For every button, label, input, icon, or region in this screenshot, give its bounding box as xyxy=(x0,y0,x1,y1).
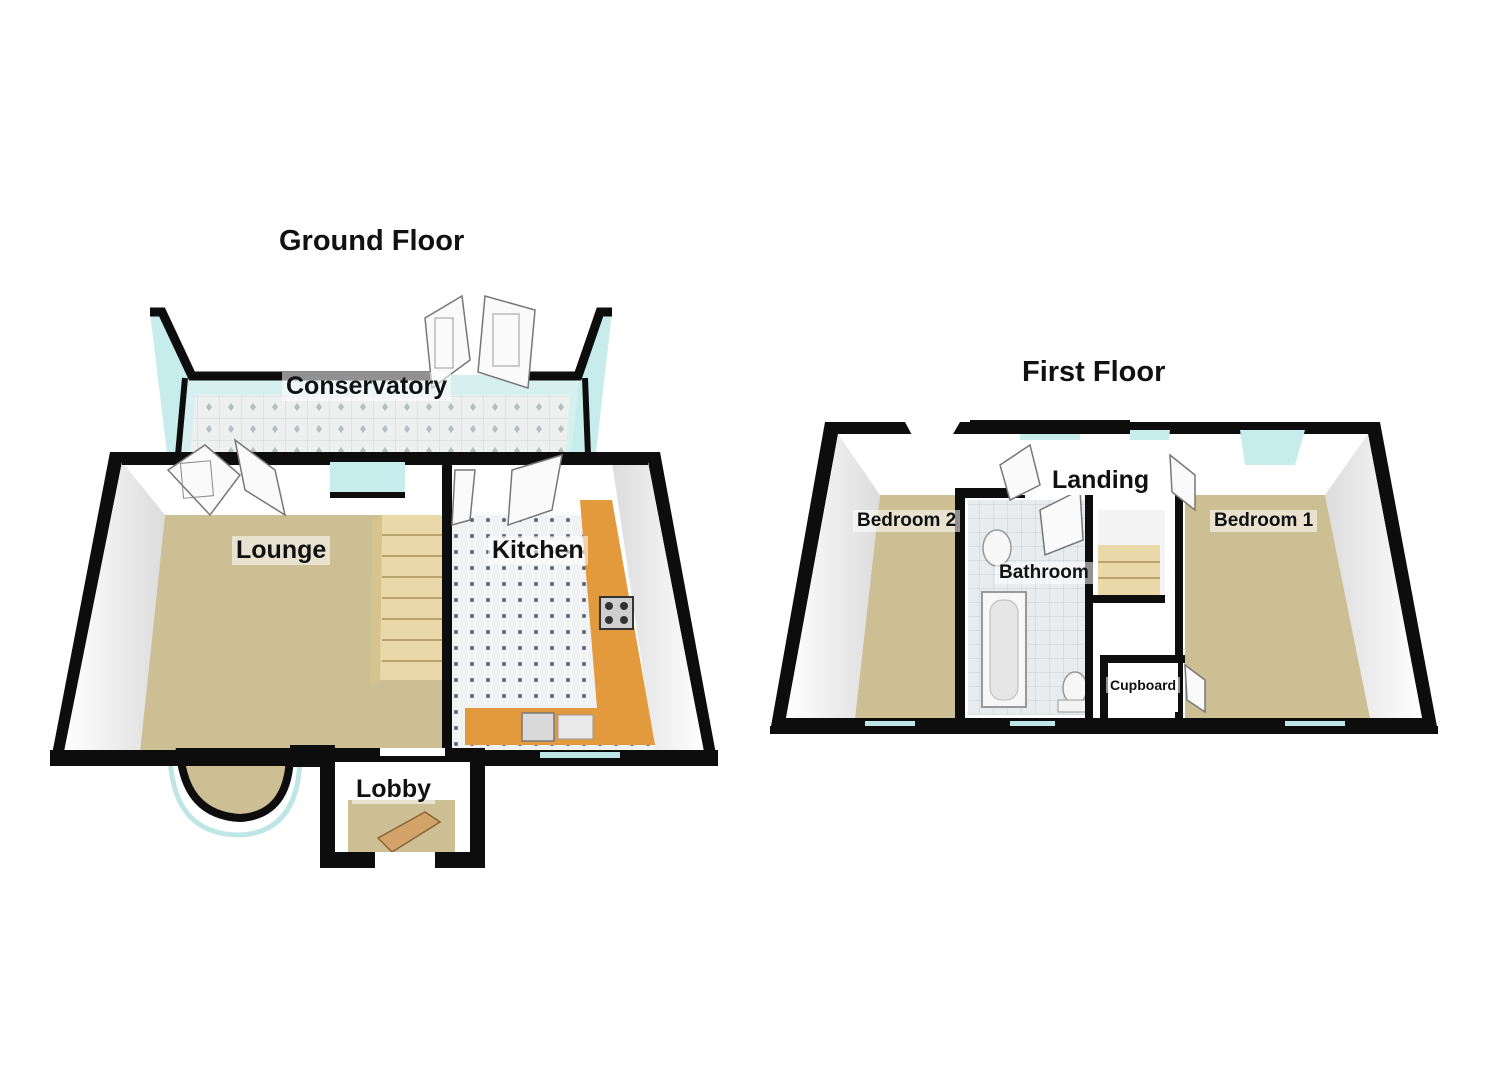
hob-icon xyxy=(599,596,634,630)
bay-window xyxy=(175,748,295,823)
bathroom-label: Bathroom xyxy=(995,562,1093,584)
bedroom-2-label: Bedroom 2 xyxy=(853,510,961,532)
basin-icon xyxy=(982,529,1012,567)
bedroom-2-floor xyxy=(855,495,962,718)
ground-main-block xyxy=(50,438,718,838)
bedroom-1-floor xyxy=(1185,495,1370,718)
front-door-icon xyxy=(376,811,442,853)
bathroom-door-icon xyxy=(1039,488,1084,557)
conservatory-label: Conservatory xyxy=(282,372,452,401)
lounge-floor xyxy=(140,515,445,752)
cupboard-label: Cupboard xyxy=(1106,677,1181,694)
sink-icon xyxy=(521,712,555,742)
cupboard-door-icon xyxy=(1184,663,1206,714)
bedroom-1-label: Bedroom 1 xyxy=(1210,510,1318,532)
staircase-icon xyxy=(370,515,442,685)
kitchen-label: Kitchen xyxy=(488,536,588,565)
landing-label: Landing xyxy=(1048,466,1154,495)
ground-floor xyxy=(50,294,718,868)
lobby-label: Lobby xyxy=(352,775,435,804)
lobby-room xyxy=(320,748,485,868)
lounge-label: Lounge xyxy=(232,536,331,565)
first-floor xyxy=(770,420,1438,734)
ground-floor-title: Ground Floor xyxy=(279,225,465,257)
toilet-icon xyxy=(1062,671,1088,705)
french-doors-icon xyxy=(424,294,536,390)
landing-stair-icon xyxy=(1098,510,1165,595)
kitchen-door-icon xyxy=(507,453,563,527)
back-door-icon xyxy=(166,438,287,517)
first-floor-title: First Floor xyxy=(1022,356,1166,388)
